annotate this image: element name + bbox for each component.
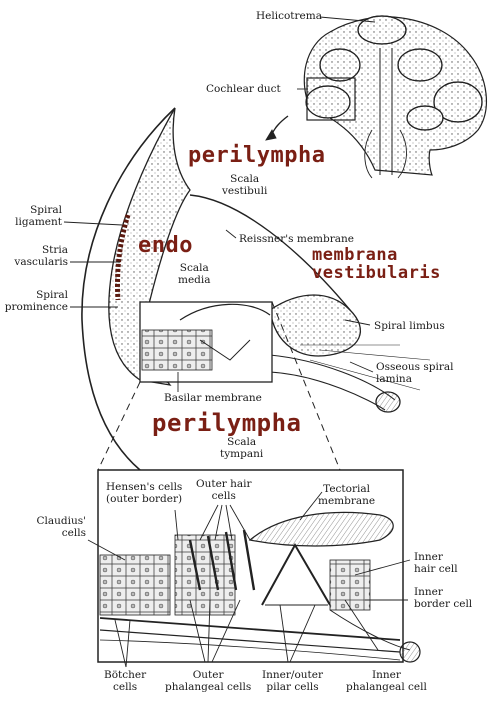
organ-of-corti-detail [97, 469, 421, 663]
label-claudius-cells: Claudius' cells [36, 515, 86, 539]
handwritten-endo: endo [138, 233, 193, 258]
label-inner-phalangeal-cell: Inner phalangeal cell [346, 669, 427, 693]
label-reissners-membrane: Reissner's membrane [239, 233, 354, 245]
label-scala-media: Scala media [178, 262, 211, 286]
label-scala-vestibuli: Scala vestibuli [222, 173, 268, 197]
label-outer-phalangeal-cells: Outer phalangeal cells [165, 669, 252, 693]
label-tectorial-membrane: Tectorial membrane [318, 483, 376, 507]
zoom-lines [97, 301, 341, 471]
label-inner-outer-pilar-cells: Inner/outer pilar cells [262, 669, 323, 693]
label-osseous-spiral-lamina: Osseous spiral lamina [376, 361, 454, 385]
label-stria-vascularis: Stria vascularis [14, 244, 68, 268]
label-inner-border-cell: Inner border cell [414, 586, 473, 610]
handwritten-membrana-vestibularis: membrana vestibularis [312, 245, 441, 283]
label-cochlear-duct: Cochlear duct [206, 83, 281, 95]
section-leaders [63, 221, 374, 392]
cochlea-overview [303, 15, 488, 179]
label-scala-tympani: Scala tympani [220, 436, 264, 460]
overview-leaders [265, 16, 376, 141]
label-spiral-limbus: Spiral limbus [374, 320, 445, 332]
label-helicotrema: Helicotrema [256, 10, 322, 22]
label-basilar-membrane: Basilar membrane [164, 392, 262, 404]
label-botcher-cells: Bötcher cells [104, 669, 147, 693]
detail-leaders [87, 491, 411, 668]
label-outer-hair-cells: Outer hair cells [196, 478, 252, 502]
cochlear-cross-section [81, 107, 431, 471]
label-spiral-prominence: Spiral prominence [4, 289, 68, 313]
handwritten-perilympha-bottom: perilympha [152, 409, 302, 437]
label-inner-hair-cell: Inner hair cell [414, 551, 458, 575]
label-spiral-ligament: Spiral ligament [15, 204, 62, 228]
label-hensens-cells: Hensen's cells (outer border) [106, 481, 183, 505]
handwritten-perilympha-top: perilympha [188, 143, 326, 168]
